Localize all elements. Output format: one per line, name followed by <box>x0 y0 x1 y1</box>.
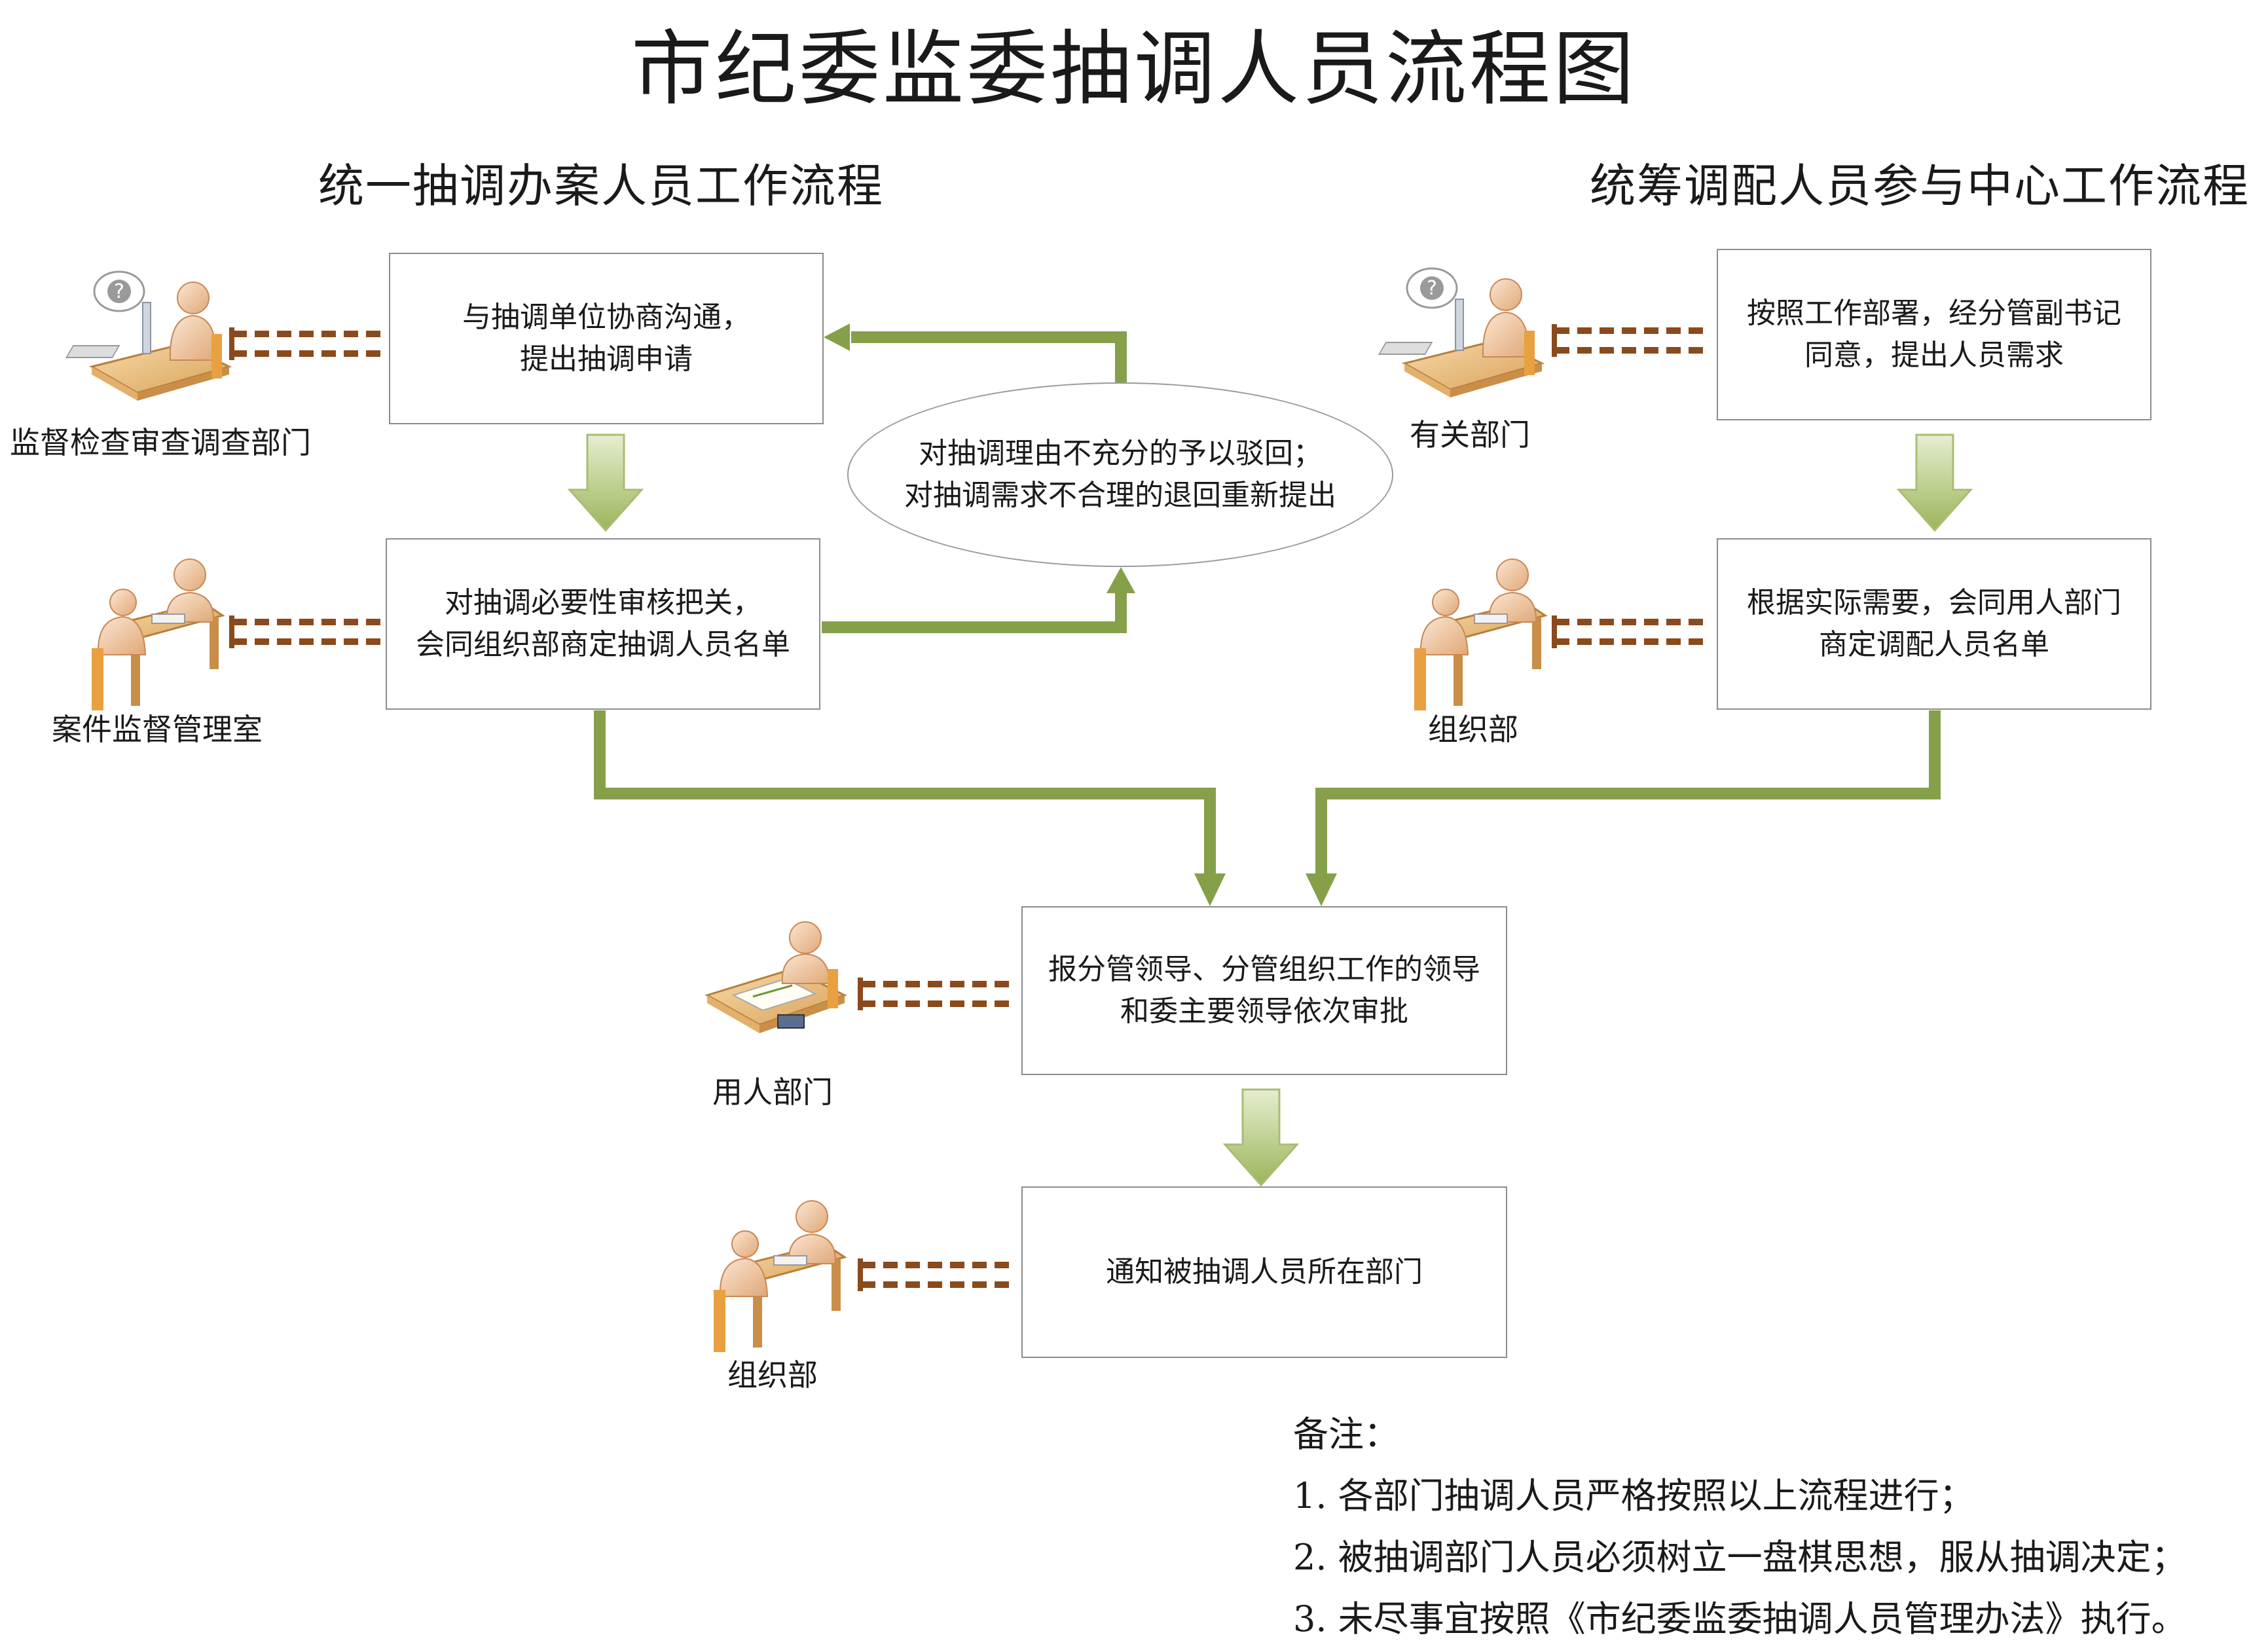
planning-desk-icon <box>704 921 847 1033</box>
feedback-text: 对抽调理由不充分的予以驳回； <box>919 437 1322 470</box>
role-label-left-1: 监督检查审查调查部门 <box>10 425 311 460</box>
down-arrow-right <box>1896 433 1973 532</box>
note-item: 3. 未尽事宜按照《市纪委监委抽调人员管理办法》执行。 <box>1293 1598 2187 1640</box>
feedback-ellipse: 对抽调理由不充分的予以驳回； 对抽调需求不合理的退回重新提出 <box>847 382 1393 567</box>
down-arrow-left <box>567 433 644 532</box>
step-box-right-2: 根据实际需要，会同用人部门 商定调配人员名单 <box>1717 538 2151 710</box>
note-item: 1. 各部门抽调人员严格按照以上流程进行； <box>1293 1475 1975 1516</box>
role-label-notify: 组织部 <box>727 1357 818 1393</box>
step-text: 和委主要领导依次审批 <box>1120 995 1408 1028</box>
down-arrow-center <box>1222 1088 1300 1187</box>
merge-arrowhead-left <box>1194 873 1226 906</box>
meeting-desk-icon-right <box>1414 559 1548 710</box>
role-label-approval: 用人部门 <box>712 1074 833 1110</box>
step-text: 会同组织部商定抽调人员名单 <box>416 628 790 661</box>
step-box-notify: 通知被抽调人员所在部门 <box>1021 1186 1507 1358</box>
step-text: 与抽调单位协商沟通， <box>462 301 750 334</box>
merge-arrowhead-right <box>1306 873 1337 906</box>
role-label-left-2: 案件监督管理室 <box>52 712 263 747</box>
meeting-desk-icon-bottom <box>714 1200 847 1352</box>
svg-text:?: ? <box>114 280 124 303</box>
merge-connector-right <box>1315 710 1941 876</box>
right-flow-heading: 统筹调配人员参与中心工作流程 <box>1590 159 2250 213</box>
feedback-connector <box>822 331 1127 633</box>
person-question-icon-right: ? <box>1378 267 1545 397</box>
left-flow-heading: 统一抽调办案人员工作流程 <box>318 159 884 213</box>
role-label-right-2: 组织部 <box>1428 712 1518 747</box>
connector-step2-right <box>1555 619 1706 645</box>
step-text: 对抽调必要性审核把关， <box>445 586 761 619</box>
step-box-right-1: 按照工作部署，经分管副书记 同意，提出人员需求 <box>1717 249 2151 420</box>
notes-section: 备注： 1. 各部门抽调人员严格按照以上流程进行； 2. 被抽调部门人员必须树立… <box>1293 1404 2187 1650</box>
person-question-icon: ? <box>65 270 232 401</box>
connector-step1-left <box>232 331 383 357</box>
note-item: 2. 被抽调部门人员必须树立一盘棋思想，服从抽调决定； <box>1293 1537 2187 1578</box>
merge-connector-left <box>594 710 1216 876</box>
step-box-approval: 报分管领导、分管组织工作的领导 和委主要领导依次审批 <box>1021 906 1507 1075</box>
feedback-text: 对抽调需求不合理的退回重新提出 <box>904 479 1336 512</box>
step-text: 商定调配人员名单 <box>1819 628 2049 661</box>
notes-heading: 备注： <box>1293 1414 1399 1455</box>
step-text: 按照工作部署，经分管副书记 <box>1747 297 2121 330</box>
step-box-left-2: 对抽调必要性审核把关， 会同组织部商定抽调人员名单 <box>386 538 820 710</box>
feedback-arrowhead-left <box>824 323 850 351</box>
connector-step2-left <box>232 619 383 645</box>
step-text: 根据实际需要，会同用人部门 <box>1747 586 2121 619</box>
step-text: 提出抽调申请 <box>520 342 693 376</box>
page-title: 市纪委监委抽调人员流程图 <box>631 22 1637 117</box>
meeting-desk-icon <box>92 559 225 710</box>
connector-step3 <box>861 981 1012 1007</box>
svg-text:?: ? <box>1427 277 1437 300</box>
step-box-left-1: 与抽调单位协商沟通， 提出抽调申请 <box>389 253 824 424</box>
role-label-right-1: 有关部门 <box>1410 417 1530 452</box>
step-text: 报分管领导、分管组织工作的领导 <box>1048 953 1480 986</box>
feedback-arrowhead-up <box>1107 567 1135 593</box>
connector-step4 <box>861 1262 1012 1288</box>
role-connectors <box>232 327 1706 1288</box>
step-text: 通知被抽调人员所在部门 <box>1106 1255 1423 1289</box>
step-text: 同意，提出人员需求 <box>1804 339 2064 372</box>
connector-step1-right <box>1555 327 1706 354</box>
connector-end-caps <box>229 324 1557 1291</box>
